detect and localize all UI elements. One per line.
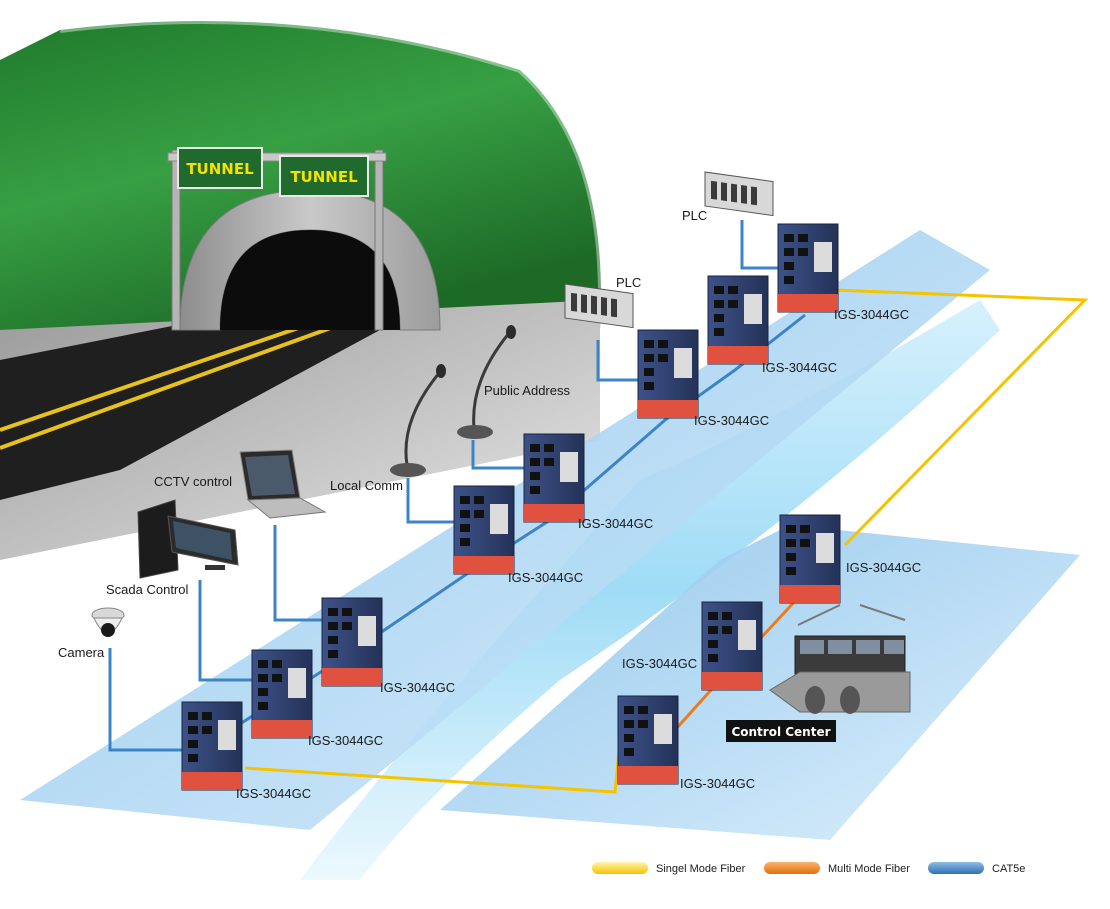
- cat5e-link: [198, 580, 265, 682]
- cat5e-link: [406, 478, 460, 524]
- switch-label: IGS-3044GC: [762, 360, 837, 375]
- legend-multi-mode-fiber: Multi Mode Fiber: [764, 862, 910, 875]
- switch-label: IGS-3044GC: [846, 560, 921, 575]
- svg-text:TUNNEL: TUNNEL: [290, 168, 358, 186]
- desktop-pc-icon: [137, 499, 239, 579]
- svg-text:Multi Mode Fiber: Multi Mode Fiber: [828, 863, 910, 875]
- switch-4: [453, 485, 515, 575]
- hill-edge: [59, 18, 604, 331]
- switch-9: [779, 514, 841, 604]
- tunnel-sign-left: TUNNEL: [177, 147, 263, 189]
- microphone-icon: [390, 364, 446, 477]
- plc-label-lower: PLC: [616, 275, 641, 290]
- public-address-label: Public Address: [484, 383, 570, 398]
- switch-label: IGS-3044GC: [380, 680, 455, 695]
- switch-label: IGS-3044GC: [680, 776, 755, 791]
- plc-device-upper: [704, 171, 774, 217]
- legend-single-mode-fiber: Singel Mode Fiber: [592, 862, 746, 875]
- laptop-icon: [239, 449, 327, 519]
- gantry-beam: [167, 152, 387, 162]
- legend-cat5e: CAT5e: [928, 862, 1025, 875]
- switch-1: [181, 701, 243, 791]
- svg-text:CAT5e: CAT5e: [992, 863, 1025, 875]
- plc-label-upper: PLC: [682, 208, 707, 223]
- svg-text:Singel Mode Fiber: Singel Mode Fiber: [656, 863, 746, 875]
- switch-10: [701, 601, 763, 691]
- switch-8: [777, 223, 839, 313]
- switch-label: IGS-3044GC: [834, 307, 909, 322]
- control-center-badge: Control Center: [726, 720, 836, 742]
- svg-text:Control Center: Control Center: [731, 725, 830, 739]
- cat5e-link: [471, 440, 530, 470]
- switch-label: IGS-3044GC: [236, 786, 311, 801]
- cctv-control-label: CCTV control: [154, 474, 232, 489]
- camera-label: Camera: [58, 645, 105, 660]
- cat5e-link: [108, 648, 200, 752]
- legend: Singel Mode Fiber Multi Mode Fiber CAT5e: [592, 862, 1025, 875]
- gantry-pole: [171, 149, 181, 331]
- tunnel-opening: [220, 230, 400, 330]
- switch-2: [251, 649, 313, 739]
- road-line: [0, 308, 381, 450]
- switch-label: IGS-3044GC: [694, 413, 769, 428]
- control-center-desk: [769, 604, 911, 714]
- road: [0, 285, 380, 500]
- gantry-pole: [374, 149, 384, 331]
- switch-6: [637, 329, 699, 419]
- switch-7: [707, 275, 769, 365]
- switch-label: IGS-3044GC: [308, 733, 383, 748]
- cat5e-link: [596, 340, 645, 382]
- switch-label: IGS-3044GC: [578, 516, 653, 531]
- river: [300, 300, 1000, 880]
- scada-control-label: Scada Control: [106, 582, 188, 597]
- cat5e-link: [273, 525, 330, 622]
- switch-3: [321, 597, 383, 687]
- single-mode-fiber-link: [834, 288, 1089, 547]
- plc-device-lower: [564, 283, 634, 329]
- microphone-icon: [457, 325, 516, 439]
- tunnel-sign-right: TUNNEL: [279, 155, 369, 197]
- switch-label: IGS-3044GC: [508, 570, 583, 585]
- camera-icon: [91, 607, 125, 637]
- switch-label: IGS-3044GC: [622, 656, 697, 671]
- switch-11: [617, 695, 679, 785]
- switch-5: [523, 433, 585, 523]
- svg-text:TUNNEL: TUNNEL: [186, 160, 254, 178]
- local-comm-label: Local Comm: [330, 478, 403, 493]
- cat5e-link: [740, 220, 785, 270]
